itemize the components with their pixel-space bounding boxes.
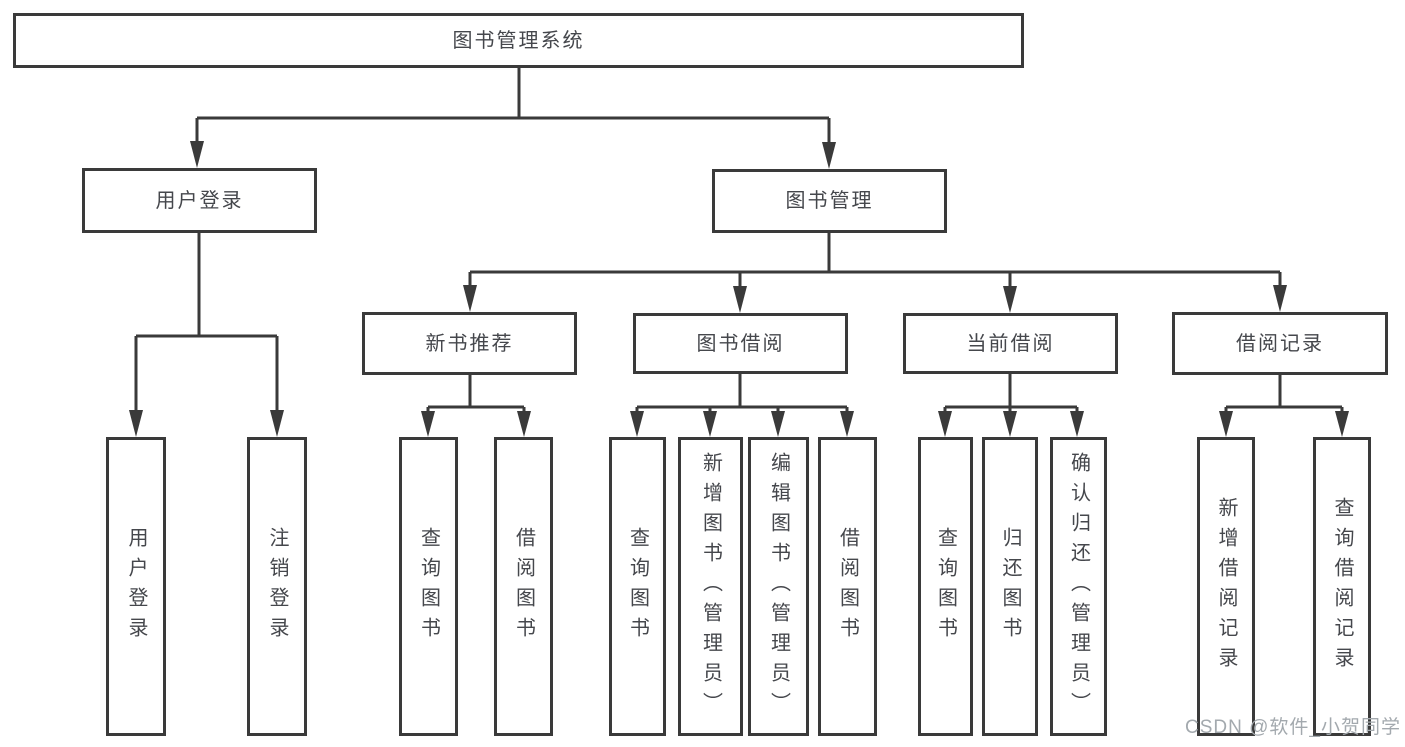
leaf-user-login: 用户登录 (106, 437, 166, 736)
leaf-confirm-return-admin: 确认归还（管理员） (1050, 437, 1107, 736)
leaf-borrow-books: 借阅图书 (818, 437, 877, 736)
leaf-add-books-admin: 新增图书（管理员） (678, 437, 743, 736)
node-book-management: 图书管理 (712, 169, 947, 233)
node-new-book-recommendation: 新书推荐 (362, 312, 577, 375)
node-library-management-system: 图书管理系统 (13, 13, 1024, 68)
leaf-logout: 注销登录 (247, 437, 307, 736)
leaf-query-borrow-record: 查询借阅记录 (1313, 437, 1371, 736)
leaf-add-borrow-record: 新增借阅记录 (1197, 437, 1255, 736)
leaf-edit-books-admin: 编辑图书（管理员） (748, 437, 809, 736)
node-book-borrowing: 图书借阅 (633, 313, 848, 374)
leaf-return-books: 归还图书 (982, 437, 1038, 736)
arrowheads (129, 141, 1349, 437)
leaf-query-books-current: 查询图书 (918, 437, 973, 736)
csdn-watermark: CSDN @软件_小贺同学 (1185, 717, 1401, 738)
node-current-borrowing: 当前借阅 (903, 313, 1118, 374)
leaf-query-books-recommendation: 查询图书 (399, 437, 458, 736)
node-borrowing-records: 借阅记录 (1172, 312, 1388, 375)
node-user-login: 用户登录 (82, 168, 317, 233)
leaf-borrow-books-recommendation: 借阅图书 (494, 437, 553, 736)
leaf-query-books-borrowing: 查询图书 (609, 437, 666, 736)
